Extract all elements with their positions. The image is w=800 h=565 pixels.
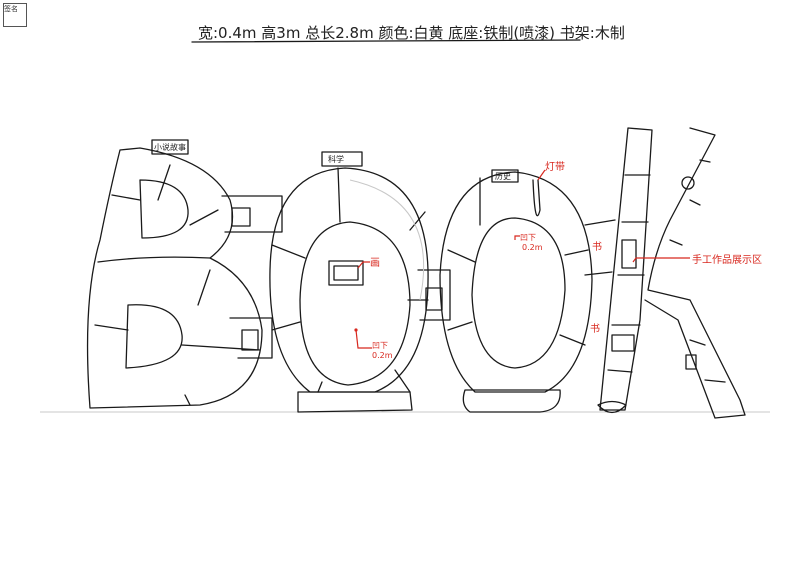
recess-depth-2: 0.2m: [522, 243, 543, 252]
light-strip-note: 灯带: [545, 162, 565, 173]
handicraft-zone-note: 手工作品展示区: [692, 255, 762, 266]
recess-depth-1: 0.2m: [372, 351, 393, 360]
book-note-2: 书: [590, 324, 600, 335]
letter-o1-shelf: [269, 151, 429, 413]
painting-note: 画: [370, 258, 380, 269]
letter-o2-shelf: [439, 169, 593, 413]
k-ornament: [681, 176, 695, 190]
light-strip: [532, 179, 541, 217]
recess-note-2: 凹下: [520, 233, 536, 242]
o1-label-sign: [321, 151, 363, 167]
painting-frame: [328, 260, 364, 286]
o1-label: 科学: [328, 155, 344, 164]
b-label-sign: [151, 139, 189, 155]
letter-b-shelf: [86, 139, 263, 409]
signature-stamp: 签名: [3, 3, 27, 27]
connector-shelves: [221, 195, 616, 359]
handicraft-item: [621, 239, 637, 269]
o2-label-sign: [491, 169, 519, 183]
red-annotations: [354, 169, 690, 349]
title-underline: [191, 39, 581, 43]
recess-note-1: 凹下: [372, 341, 388, 350]
spec-line: 宽:0.4m 高3m 总长2.8m 颜色:白黄 底座:铁制(喷漆) 书架:木制: [198, 24, 625, 42]
book-note-1: 书: [592, 242, 602, 253]
o2-label: 历史: [495, 172, 511, 181]
b-label: 小说故事: [154, 143, 186, 152]
letter-k-shelf: [597, 127, 746, 419]
